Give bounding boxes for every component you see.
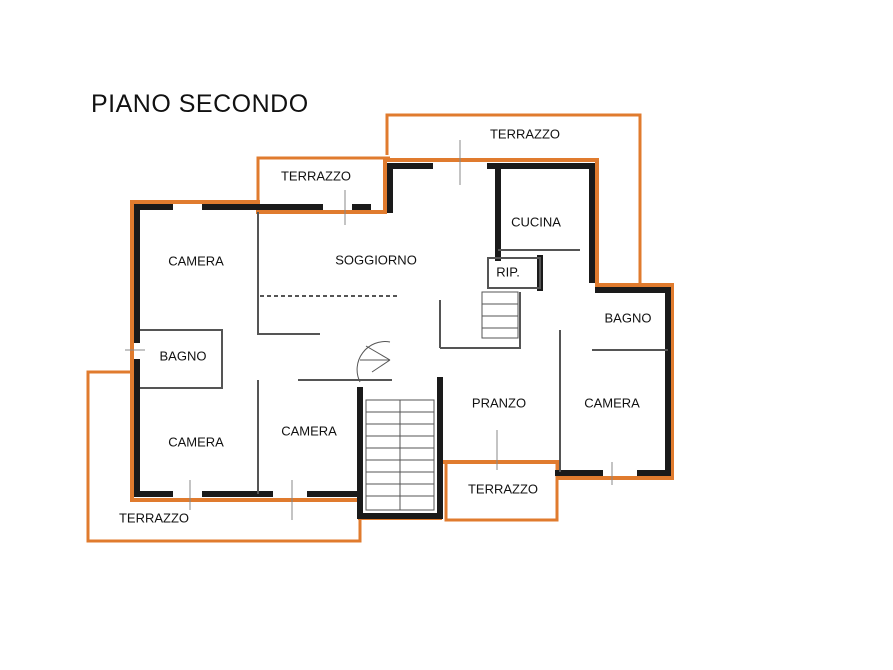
partition-bagno-left	[140, 329, 223, 389]
interior-partitions	[140, 212, 668, 494]
partition-camera-topleft	[257, 212, 320, 335]
spiral-staircase	[356, 341, 391, 383]
room-label-terrazzo-bottom-middle: TERRAZZO	[467, 481, 539, 497]
terrazzo-bottom-middle-outline	[444, 460, 559, 522]
terrace-outlines	[86, 113, 642, 543]
room-label-camera-bottom-left: CAMERA	[168, 434, 224, 450]
room-label-bagno-right: BAGNO	[604, 310, 652, 326]
room-label-terrazzo-bottom-left: TERRAZZO	[118, 510, 190, 526]
room-label-camera-right: CAMERA	[584, 395, 640, 411]
terrazzo-bottom-left-outline	[86, 370, 362, 543]
partition-rip	[487, 257, 541, 289]
terrazzo-top-right-outline	[385, 113, 642, 284]
room-label-terrazzo-top-right: TERRAZZO	[489, 126, 561, 142]
main-staircase	[365, 399, 435, 511]
room-label-pranzo: PRANZO	[471, 395, 527, 411]
room-label-cucina: CUCINA	[511, 214, 561, 230]
structural-walls	[134, 163, 671, 519]
room-label-terrazzo-top-left: TERRAZZO	[280, 168, 352, 184]
partition-pranzo-top	[440, 292, 521, 349]
terrazzo-top-left-outline	[256, 156, 390, 200]
window-marks	[125, 140, 613, 520]
wall-top-centre	[387, 163, 593, 213]
wall-stair-core	[357, 377, 443, 519]
room-label-camera-top-left: CAMERA	[168, 253, 224, 269]
room-label-soggiorno: SOGGIORNO	[335, 252, 417, 268]
plan-title: PIANO SECONDO	[91, 90, 309, 118]
small-staircase	[481, 291, 519, 339]
wall-right-upper	[589, 163, 671, 475]
room-label-camera-middle: CAMERA	[281, 423, 337, 439]
room-label-bagno-left: BAGNO	[159, 348, 207, 364]
room-label-rip: RIP.	[496, 264, 520, 280]
